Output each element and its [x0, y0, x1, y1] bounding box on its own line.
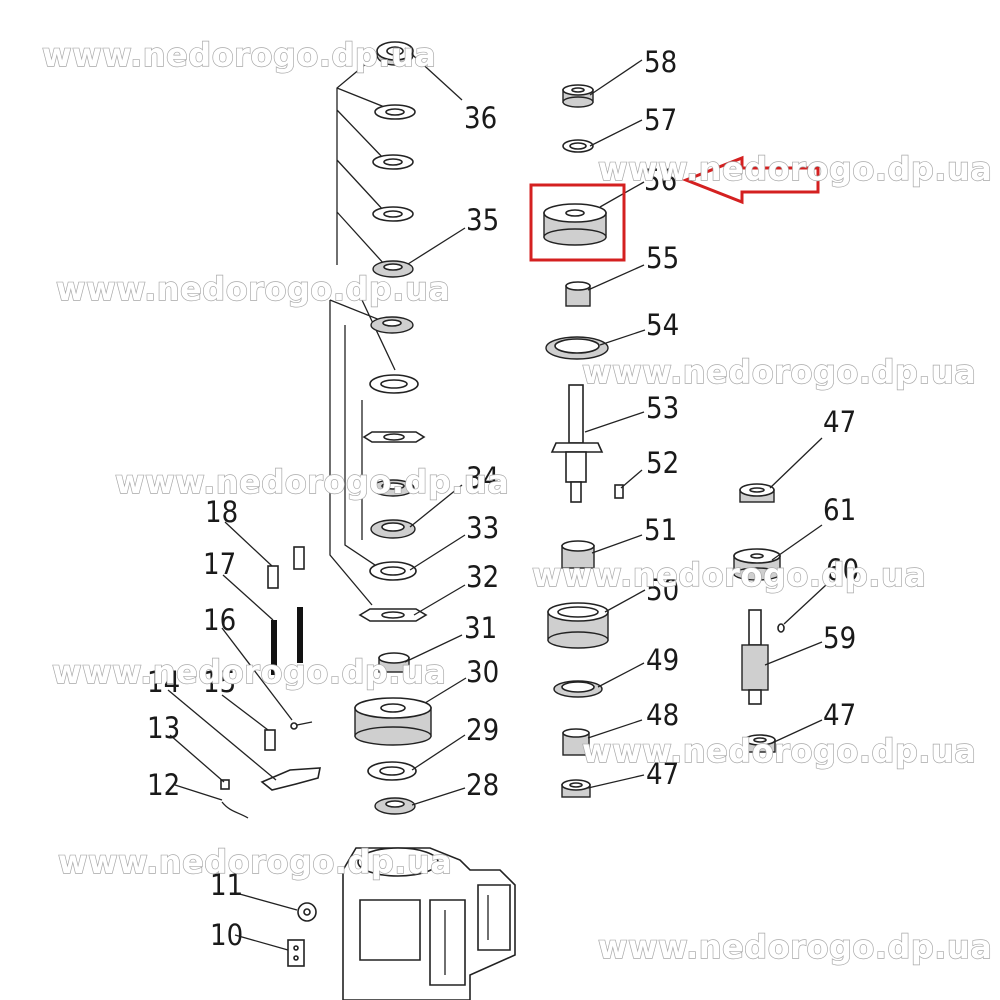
- part-56-gear: [543, 203, 607, 246]
- part-60-key: [777, 623, 785, 633]
- gearbox-housing: [342, 847, 516, 1000]
- label-15: 15: [203, 665, 236, 699]
- part-17-springs: [271, 607, 303, 675]
- label-47-bottom-right: 47: [823, 698, 856, 732]
- label-14: 14: [147, 665, 180, 699]
- label-12: 12: [147, 768, 180, 802]
- part-13-screw: [220, 779, 230, 790]
- part-61-gear: [733, 548, 781, 581]
- watermark: www.nedorogo.dp.ua: [42, 36, 436, 74]
- label-48: 48: [646, 698, 679, 732]
- label-29: 29: [466, 713, 499, 747]
- leader-lines: [167, 47, 827, 951]
- part-28-washer: [374, 797, 416, 815]
- label-18: 18: [205, 495, 238, 529]
- left-stack-bracket-lines: [329, 47, 396, 606]
- label-31: 31: [464, 611, 497, 645]
- left-washer-stack: [358, 104, 428, 622]
- part-58-bearing: [562, 84, 594, 108]
- label-58: 58: [644, 45, 677, 79]
- label-30: 30: [466, 655, 499, 689]
- label-35: 35: [466, 203, 499, 237]
- label-59: 59: [823, 621, 856, 655]
- part-31-bushing: [378, 652, 410, 673]
- watermark: www.nedorogo.dp.ua: [598, 928, 992, 966]
- part-51-bushing: [561, 540, 595, 569]
- highlight-box: [529, 183, 626, 262]
- part-number-labels: 36 35 34 33 32 31 30 29 28 58 57 56 55 5…: [147, 45, 859, 952]
- part-49-ring: [553, 680, 603, 698]
- label-53: 53: [646, 391, 679, 425]
- watermark: www.nedorogo.dp.ua: [115, 463, 509, 501]
- label-17: 17: [203, 547, 236, 581]
- watermark: www.nedorogo.dp.ua: [58, 843, 452, 881]
- watermarks: www.nedorogo.dp.ua www.nedorogo.dp.ua ww…: [41, 35, 992, 966]
- part-30-gear: [354, 697, 432, 746]
- part-14-lever: [260, 767, 321, 791]
- label-49: 49: [646, 643, 679, 677]
- label-16: 16: [203, 603, 236, 637]
- watermark: www.nedorogo.dp.ua: [582, 732, 976, 770]
- part-15-pin: [264, 729, 276, 751]
- part-10-plate: [287, 939, 305, 967]
- part-47-bearing-bottom: [561, 779, 591, 798]
- label-52: 52: [646, 446, 679, 480]
- label-34: 34: [466, 461, 499, 495]
- label-10: 10: [210, 918, 243, 952]
- label-55: 55: [646, 241, 679, 275]
- part-50-gear: [547, 602, 609, 649]
- label-28: 28: [466, 768, 499, 802]
- label-32: 32: [466, 560, 499, 594]
- watermark: www.nedorogo.dp.ua: [532, 556, 926, 594]
- part-18-pins: [267, 546, 305, 589]
- label-60: 60: [826, 553, 859, 587]
- part-47-bearing-bottom-right: [744, 734, 776, 753]
- watermark: www.nedorogo.dp.ua: [56, 270, 450, 308]
- part-12-wire-spring: [221, 801, 249, 819]
- part-11-clip: [297, 902, 317, 922]
- label-56: 56: [644, 163, 677, 197]
- part-52-key: [614, 484, 624, 499]
- label-57: 57: [644, 103, 677, 137]
- highlight-part-56: [529, 155, 820, 262]
- label-11: 11: [210, 868, 243, 902]
- part-57-circlip: [562, 139, 594, 153]
- highlight-arrow: [681, 155, 820, 205]
- part-53-shaft: [550, 384, 604, 503]
- watermark: www.nedorogo.dp.ua: [598, 150, 992, 188]
- label-33: 33: [466, 511, 499, 545]
- part-55-bushing: [565, 281, 591, 307]
- label-47-bottom: 47: [646, 757, 679, 791]
- label-50: 50: [646, 573, 679, 607]
- part-16-screw: [290, 721, 313, 730]
- part-59-shaft: [741, 609, 769, 705]
- label-36: 36: [464, 101, 497, 135]
- watermark: www.nedorogo.dp.ua: [582, 353, 976, 391]
- part-47-bearing-top-right: [739, 483, 775, 503]
- label-13: 13: [147, 711, 180, 745]
- part-48-pinion: [562, 728, 590, 756]
- label-47-top-right: 47: [823, 405, 856, 439]
- part-54-ring: [545, 336, 609, 360]
- part-29-washer: [367, 761, 417, 781]
- label-61: 61: [823, 493, 856, 527]
- watermark: www.nedorogo.dp.ua: [52, 653, 446, 691]
- label-51: 51: [644, 513, 677, 547]
- label-54: 54: [646, 308, 679, 342]
